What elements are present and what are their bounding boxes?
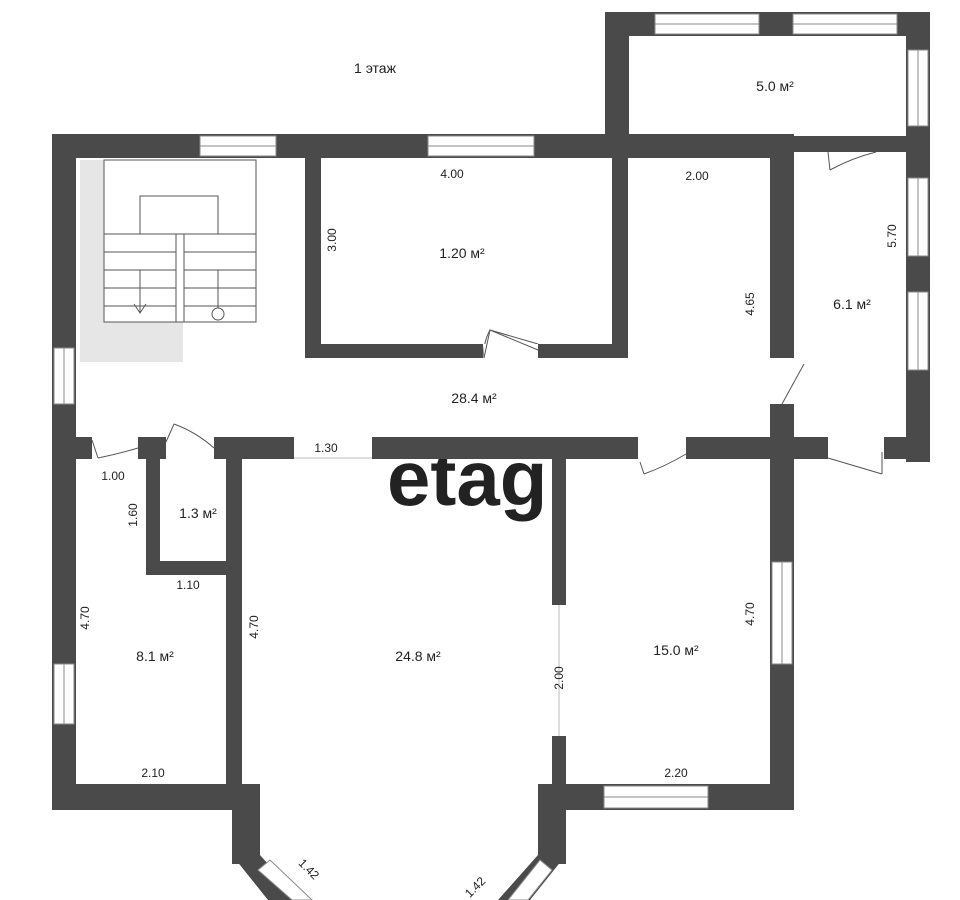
dim-1-10: 1.10 xyxy=(176,578,200,592)
area-room-1-20: 1.20 м² xyxy=(439,245,485,261)
wall-closet-left xyxy=(146,455,160,573)
wall-mid-e xyxy=(686,437,794,459)
wall-hall-right-upper xyxy=(770,136,794,358)
wall-room-1-left xyxy=(305,158,321,356)
wall-mid-b xyxy=(138,437,166,459)
wall-bay-right xyxy=(538,784,566,864)
area-room-8-1: 8.1 м² xyxy=(136,648,174,664)
wall-room-1-bottom-a xyxy=(305,344,483,358)
door-room-6 xyxy=(781,363,805,405)
wall-mid-g xyxy=(884,437,930,459)
area-closet: 1.3 м² xyxy=(179,505,217,521)
area-storage: 5.0 м² xyxy=(756,78,794,94)
dim-1-60: 1.60 xyxy=(126,503,140,527)
door-exterior xyxy=(827,457,883,475)
dim-4-65: 4.65 xyxy=(743,292,757,316)
wall-center-right-upper xyxy=(552,455,566,605)
wall-mid-d xyxy=(372,437,638,459)
area-room-6-1: 6.1 м² xyxy=(833,296,871,312)
wall-left-room-right xyxy=(226,455,242,810)
wall-closet-bottom xyxy=(146,561,236,575)
wall-room-1-right xyxy=(612,158,628,356)
dim-1-00: 1.00 xyxy=(101,469,125,483)
dim-1-30: 1.30 xyxy=(314,441,338,455)
doors xyxy=(91,151,883,475)
door-left-room xyxy=(91,439,99,459)
dim-2-20: 2.20 xyxy=(664,766,688,780)
wall-mid-a xyxy=(52,437,92,459)
wall-mid-c xyxy=(214,437,294,459)
staircase xyxy=(80,159,257,362)
stair-box xyxy=(103,159,257,323)
dim-2-10: 2.10 xyxy=(141,766,165,780)
dim-1-42-right: 1.42 xyxy=(462,874,489,900)
wall-room-1-bottom-b xyxy=(538,344,628,358)
dim-2-00-top: 2.00 xyxy=(685,169,709,183)
wall-bottom-left xyxy=(52,784,242,810)
window-lines xyxy=(63,23,919,798)
wall-bay-left xyxy=(232,784,260,864)
wall-storage-left xyxy=(605,12,629,158)
dim-4-00: 4.00 xyxy=(440,167,464,181)
dim-2-00-mid: 2.00 xyxy=(552,666,566,690)
area-room-15-0: 15.0 м² xyxy=(653,642,699,658)
dim-4-70-left: 4.70 xyxy=(78,606,92,630)
area-room-24-8: 24.8 м² xyxy=(395,648,441,664)
area-hall: 28.4 м² xyxy=(451,390,497,406)
wall-storage-bottom xyxy=(780,136,930,152)
door-room-1 xyxy=(489,329,539,345)
dim-1-42-left: 1.42 xyxy=(296,856,323,883)
dim-5-70: 5.70 xyxy=(885,224,899,248)
door-closet xyxy=(165,423,175,443)
wall-top xyxy=(52,134,794,158)
window-bay-right xyxy=(507,859,553,900)
wall-mid-f xyxy=(794,437,828,459)
dim-4-70-mid: 4.70 xyxy=(247,615,261,639)
dim-4-70-right: 4.70 xyxy=(743,602,757,626)
door-room-15 xyxy=(639,461,645,475)
dim-3-00: 3.00 xyxy=(325,228,339,252)
stair-start-marker xyxy=(211,307,225,321)
floor-title: 1 этаж xyxy=(354,60,397,76)
door-storage xyxy=(827,151,831,171)
window-bay-left xyxy=(257,859,313,900)
